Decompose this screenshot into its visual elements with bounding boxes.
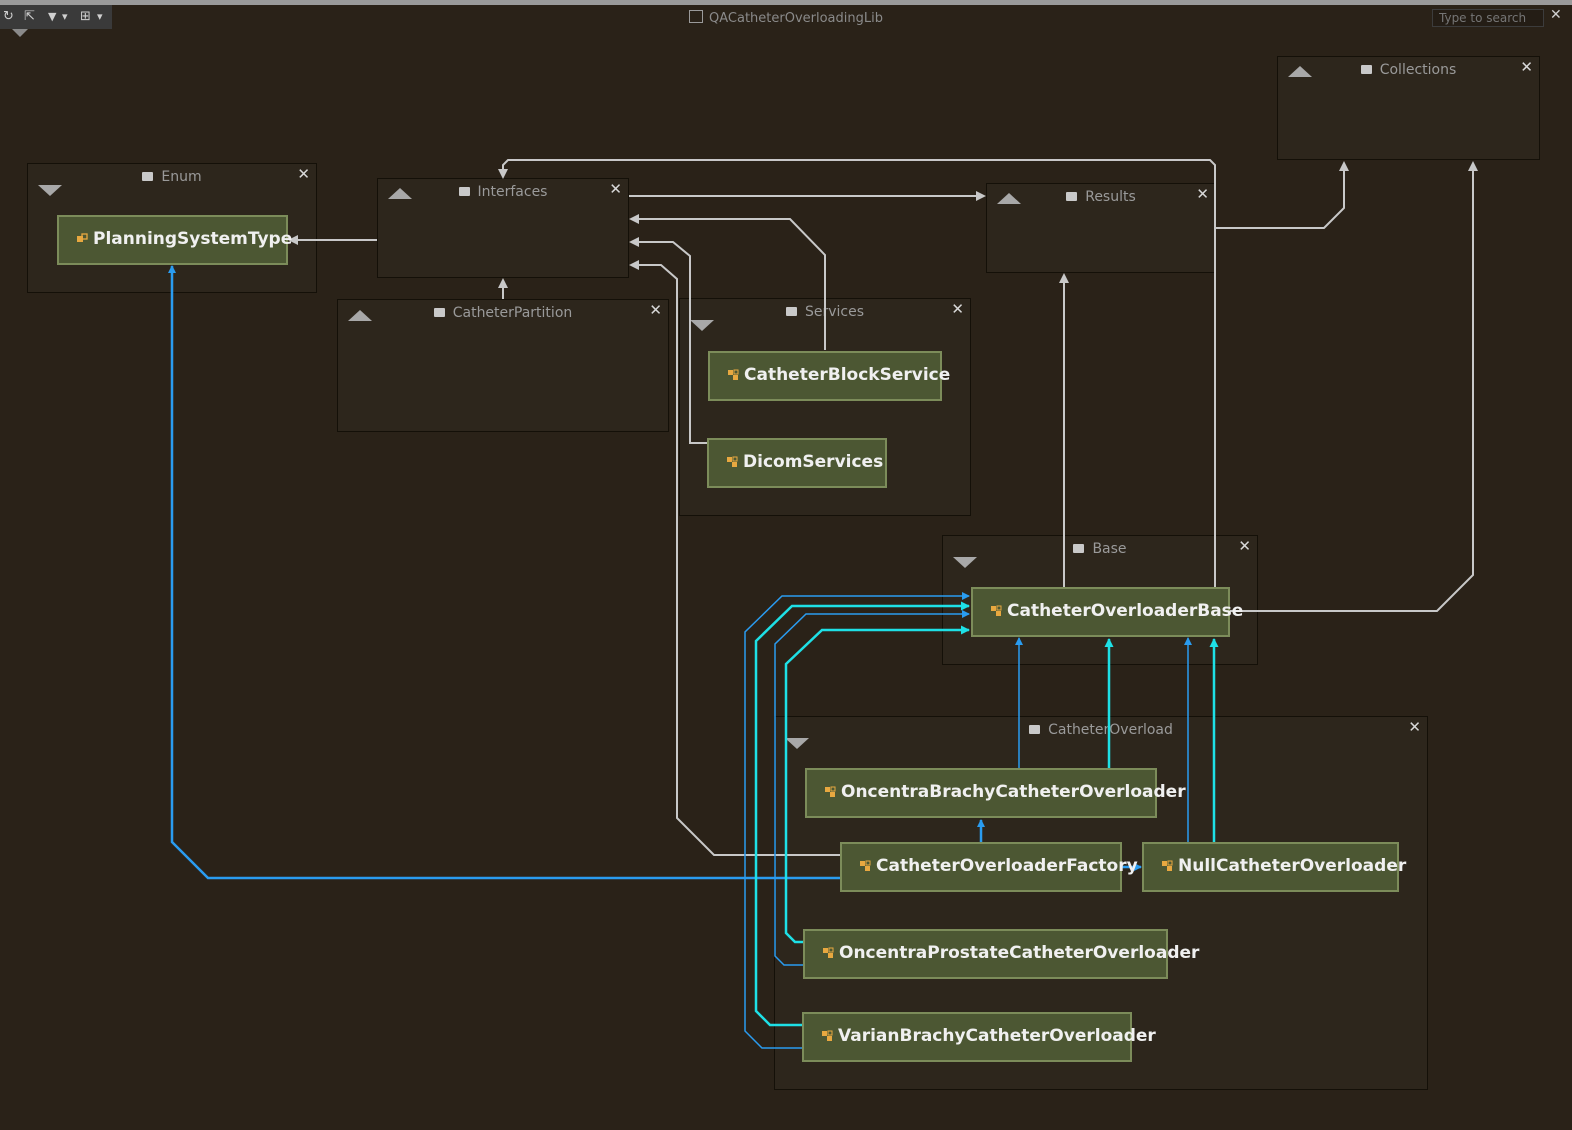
diagram-file-icon: [689, 10, 703, 23]
link-results-collections: [1216, 161, 1349, 229]
folder-icon: [142, 172, 154, 181]
link-prostate-base-blue: [774, 610, 970, 966]
class-icon: [823, 947, 834, 958]
folder-icon: [1073, 544, 1085, 553]
layout-dropdown-icon[interactable]: ▾: [97, 10, 103, 23]
group-label: Base: [1092, 541, 1127, 557]
link-factory-interfaces: [629, 260, 840, 856]
enum-icon: [77, 233, 88, 242]
group-label: Enum: [161, 169, 202, 185]
search-input[interactable]: [1432, 9, 1544, 27]
group-label: Services: [804, 304, 865, 320]
class-icon: [728, 369, 739, 380]
folder-icon: [458, 187, 470, 196]
close-group-icon[interactable]: ✕: [1408, 718, 1421, 736]
class-icon: [991, 605, 1002, 616]
refresh-icon[interactable]: ↻: [3, 9, 14, 24]
group-label: Results: [1085, 189, 1136, 205]
link-dicom-interfaces: [629, 237, 708, 444]
link-base-collections: [1230, 161, 1478, 612]
folder-icon: [1360, 65, 1372, 74]
close-window-icon[interactable]: ✕: [1550, 7, 1562, 23]
collapse-group-icon[interactable]: [953, 557, 977, 568]
node-catheter-overloader-factory[interactable]: CatheterOverloaderFactory: [840, 842, 1138, 892]
filter-icon[interactable]: ▼: [48, 10, 57, 23]
link-varian-base-blue: [744, 592, 970, 1049]
folder-icon: [1066, 192, 1078, 201]
node-catheter-overloader-base[interactable]: CatheterOverloaderBase: [971, 587, 1243, 637]
diagram-title: QACatheterOverloadingLib: [0, 10, 1572, 26]
collapse-group-icon[interactable]: [38, 185, 62, 196]
export-icon[interactable]: ⇱: [24, 9, 35, 24]
link-blockservice-interfaces: [629, 214, 826, 350]
link-factory-planningsystemtype: [168, 265, 840, 880]
group-label: Interfaces: [477, 184, 548, 200]
folder-icon: [785, 307, 797, 316]
close-group-icon[interactable]: ✕: [1196, 185, 1209, 203]
group-collections[interactable]: Collections ✕: [1277, 56, 1540, 160]
close-group-icon[interactable]: ✕: [609, 180, 622, 198]
collapse-group-icon[interactable]: [690, 320, 714, 331]
window-top-border: [0, 0, 1572, 5]
collapse-group-icon[interactable]: [785, 738, 809, 749]
class-icon: [727, 456, 738, 467]
group-label: CatheterPartition: [452, 305, 573, 321]
node-catheter-block-service[interactable]: CatheterBlockService: [708, 351, 950, 401]
close-group-icon[interactable]: ✕: [1238, 537, 1251, 555]
layout-icon[interactable]: ⊞: [80, 9, 91, 24]
node-planning-system-type[interactable]: PlanningSystemType: [57, 215, 292, 265]
close-group-icon[interactable]: ✕: [951, 300, 964, 318]
group-label: Collections: [1379, 62, 1457, 78]
expand-group-icon[interactable]: [1288, 66, 1312, 77]
group-label: CatheterOverload: [1048, 722, 1173, 738]
node-oncentra-prostate-catheter-overloader[interactable]: OncentraProstateCatheterOverloader: [803, 929, 1199, 979]
group-catheter-partition[interactable]: CatheterPartition ✕: [337, 299, 669, 432]
folder-icon: [1029, 725, 1041, 734]
class-icon: [1162, 860, 1173, 871]
close-group-icon[interactable]: ✕: [649, 301, 662, 319]
class-icon: [860, 860, 871, 871]
expand-group-icon[interactable]: [388, 188, 412, 199]
node-varian-brachy-catheter-overloader[interactable]: VarianBrachyCatheterOverloader: [802, 1012, 1156, 1062]
expand-group-icon[interactable]: [348, 310, 372, 321]
folder-icon: [433, 308, 445, 317]
link-prostate-base-inherit: [784, 625, 970, 944]
link-base-interfaces: [498, 159, 1216, 587]
node-null-catheter-overloader[interactable]: NullCatheterOverloader: [1142, 842, 1406, 892]
toolbar-collapse-icon[interactable]: [12, 29, 28, 37]
node-dicom-services[interactable]: DicomServices: [707, 438, 887, 488]
group-interfaces[interactable]: Interfaces ✕: [377, 178, 629, 278]
class-icon: [825, 786, 836, 797]
toolbar: ↻ ⇱ ▼ ▾ ⊞ ▾: [0, 5, 112, 29]
close-group-icon[interactable]: ✕: [1520, 58, 1533, 76]
link-varian-base-inherit: [754, 601, 970, 1027]
node-oncentra-brachy-catheter-overloader[interactable]: OncentraBrachyCatheterOverloader: [805, 768, 1186, 818]
close-group-icon[interactable]: ✕: [297, 165, 310, 183]
filter-dropdown-icon[interactable]: ▾: [62, 10, 68, 23]
class-icon: [822, 1030, 833, 1041]
expand-group-icon[interactable]: [997, 193, 1021, 204]
